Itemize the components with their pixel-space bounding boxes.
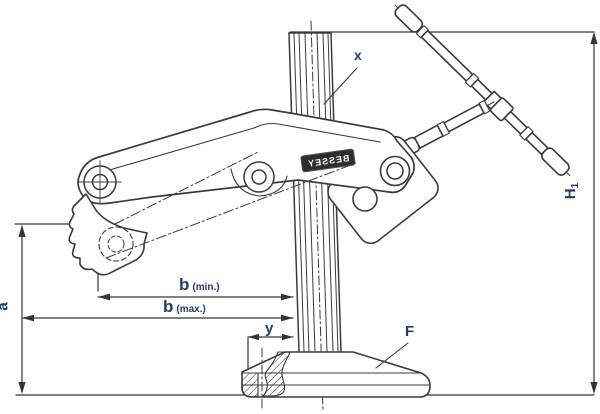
dimension-b-min (97, 271, 294, 301)
dim-label-b-min-suffix: (min.) (192, 282, 220, 293)
callout-leaders (323, 67, 409, 369)
operating-handle (394, 4, 571, 177)
base-section-hatch-left (241, 372, 259, 398)
dimension-h1 (289, 31, 598, 394)
pivots (78, 155, 411, 212)
leader-x (323, 67, 358, 105)
clamp-arm-inner-contour (105, 122, 381, 172)
handle-grip-bottom (541, 147, 570, 176)
link-pivot-lower (352, 186, 378, 212)
dim-label-b-max: b(max.) (163, 298, 206, 315)
dimension-lines (14, 31, 598, 396)
column (288, 20, 342, 412)
jaw-phantom-pad-outer (98, 226, 134, 262)
part-label-x: x (354, 47, 362, 63)
dim-label-h1-main: H (562, 188, 580, 200)
dim-label-h1-sub: 1 (570, 182, 582, 189)
dim-label-b-max-suffix: (max.) (176, 304, 206, 315)
dimension-y (247, 333, 294, 369)
dimension-a (14, 223, 75, 394)
brand-badge-text: BESSEY (306, 152, 350, 169)
dim-label-h1: H1 (562, 182, 582, 200)
leader-f (375, 342, 409, 369)
base-flange (241, 347, 431, 411)
front-pivot (78, 160, 122, 204)
dim-label-b-max-main: b (163, 297, 174, 316)
column-centerline (310, 20, 324, 412)
dim-label-b-min-main: b (179, 275, 190, 294)
dim-label-a: a (0, 302, 12, 310)
clamp-jaw (68, 193, 148, 276)
clamp-arm-pivot-cup (230, 168, 288, 197)
dim-label-b-min: b(min.) (179, 276, 220, 293)
base-section-hatch-right (262, 351, 291, 397)
phantom-position-lines (105, 151, 357, 259)
dim-label-y: y (265, 320, 274, 337)
dimension-b-max (21, 314, 294, 322)
jaw-phantom-pad-inner (107, 235, 125, 253)
mid-pivot (243, 161, 275, 193)
link-pivot-upper (379, 155, 411, 187)
handle-grip-top (394, 4, 424, 33)
part-label-f: F (405, 323, 415, 340)
